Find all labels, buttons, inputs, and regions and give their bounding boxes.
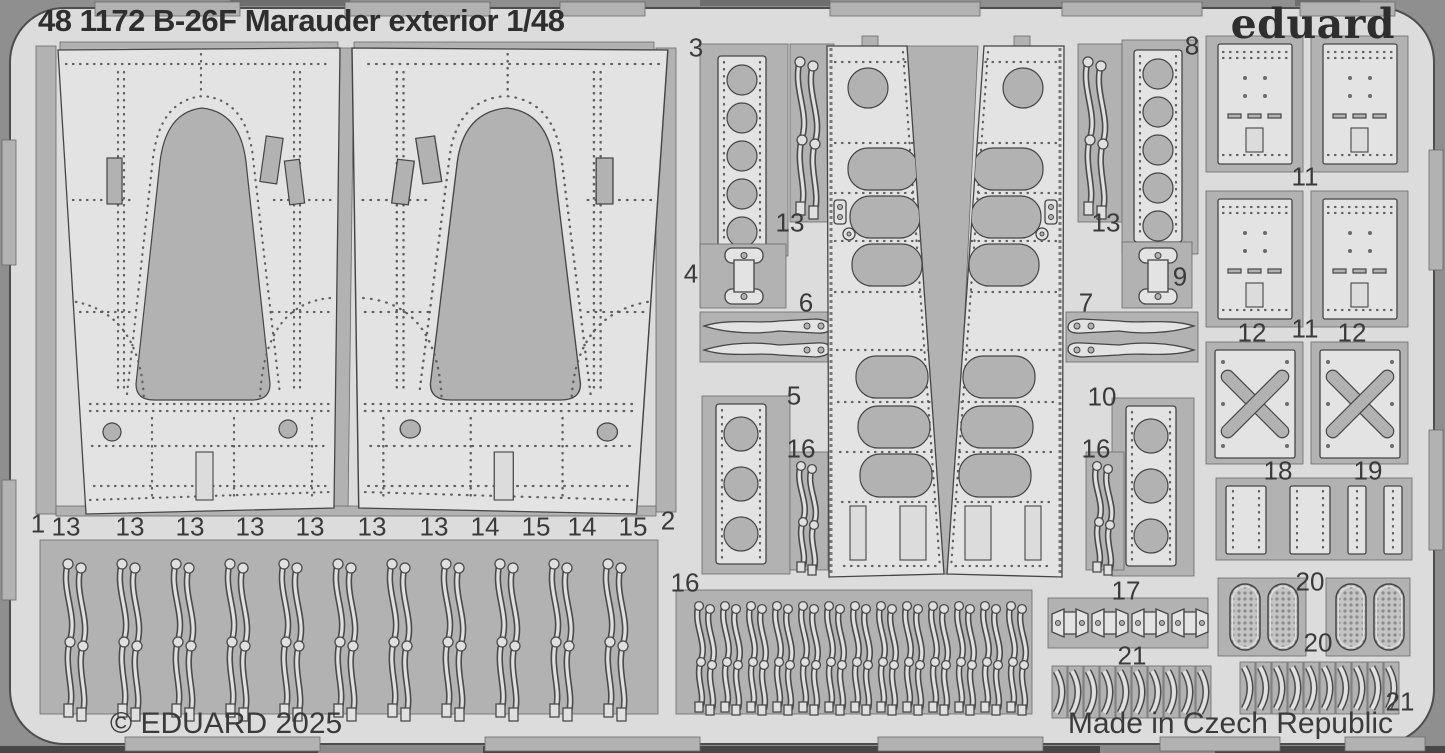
part-label-13: 13 (235, 511, 265, 542)
part-label-16: 16 (1081, 433, 1111, 464)
part-8-cowl-strip (1121, 39, 1199, 255)
part-label-20: 20 (1303, 627, 1333, 658)
part-9-hinge (1121, 241, 1193, 309)
part-label-3: 3 (688, 32, 704, 63)
part-3-cowl-strip (699, 43, 789, 257)
part-13-wires-right (1077, 43, 1123, 223)
part-label-14: 14 (470, 511, 500, 542)
part-label-12: 12 (1337, 317, 1367, 348)
part-16-wire-right (1085, 451, 1125, 575)
part-label-7: 7 (1078, 287, 1094, 318)
part-17-hinges (1047, 597, 1209, 649)
part-6-wavy-strips (699, 311, 837, 363)
part-label-13: 13 (1091, 207, 1121, 238)
part-label-13: 13 (295, 511, 325, 542)
part-label-6: 6 (798, 287, 814, 318)
part-label-21: 21 (1385, 686, 1415, 717)
part-label-13: 13 (51, 511, 81, 542)
center-fuselage-panels (827, 35, 1064, 577)
part-label-16: 16 (670, 567, 700, 598)
part-label-13: 13 (175, 511, 205, 542)
part-7-wavy-strips (1065, 311, 1199, 363)
part-label-11: 11 (1291, 313, 1319, 344)
part-label-15: 15 (521, 511, 551, 542)
part-label-5: 5 (786, 380, 802, 411)
part-label-13: 13 (419, 511, 449, 542)
part-10-circle-strip (1111, 397, 1195, 577)
part-20-mesh-screens (1217, 577, 1411, 657)
eduard-logo: eduard (1230, 0, 1395, 48)
part-label-18: 18 (1263, 455, 1293, 486)
part-11-door-panels (1205, 35, 1409, 328)
part-13-14-15-wire-harness-block (39, 539, 659, 721)
part-12-x-brace-panels (1205, 341, 1409, 465)
part-label-15: 15 (618, 511, 648, 542)
part-label-11: 11 (1291, 161, 1319, 192)
part-16-wire-left (789, 451, 829, 575)
part-label-16: 16 (786, 433, 816, 464)
part-label-8: 8 (1184, 30, 1200, 61)
part-label-19: 19 (1353, 455, 1383, 486)
part-label-9: 9 (1172, 261, 1188, 292)
part-label-13: 13 (775, 207, 805, 238)
part-18-19-strips (1215, 477, 1413, 561)
part-5-circle-strip (701, 395, 791, 575)
part-label-12: 12 (1237, 317, 1267, 348)
made-in-text: Made in Czech Republic (1067, 707, 1393, 740)
part-label-13: 13 (357, 511, 387, 542)
part-label-13: 13 (115, 511, 145, 542)
part-label-21: 21 (1117, 640, 1147, 671)
part-4-hinge (699, 243, 787, 309)
part-label-17: 17 (1111, 575, 1141, 606)
copyright-text: © EDUARD 2025 (110, 707, 343, 740)
part-label-1: 1 (30, 508, 46, 539)
part-1-2-wing-skin-panels (35, 41, 677, 517)
part-label-20: 20 (1295, 566, 1325, 597)
part-label-10: 10 (1087, 381, 1117, 412)
sheet-title: 48 1172 B-26F Marauder exterior 1/48 (38, 3, 565, 38)
part-label-2: 2 (660, 505, 676, 536)
part-16-wire-block (675, 589, 1033, 715)
part-label-14: 14 (567, 511, 597, 542)
part-label-4: 4 (683, 258, 699, 289)
